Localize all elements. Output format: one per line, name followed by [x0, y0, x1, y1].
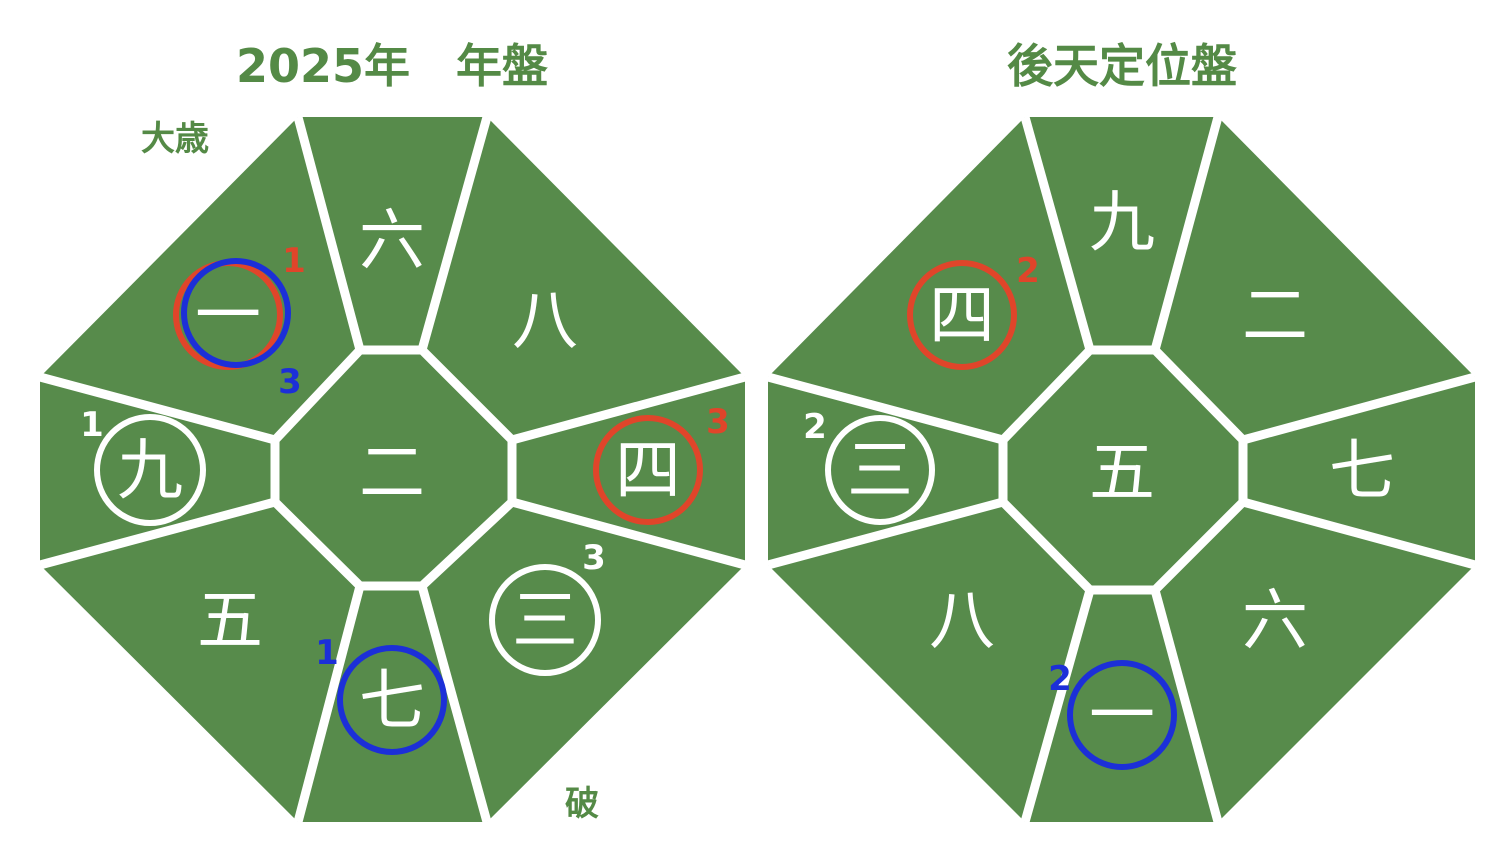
- star-number-c: 五: [1089, 434, 1155, 511]
- mark-number: 2: [803, 407, 827, 447]
- star-number-nw: 四: [929, 277, 995, 354]
- star-number-e: 四: [615, 432, 681, 509]
- star-number-w: 九: [117, 432, 183, 509]
- divider-line: [38, 497, 277, 570]
- star-number-n: 九: [1089, 184, 1155, 261]
- star-number-s: 一: [1089, 677, 1155, 754]
- divider-line: [510, 497, 747, 570]
- blue-circle-mark: [181, 258, 291, 368]
- divider-line: [1150, 115, 1223, 352]
- star-number-w: 三: [847, 432, 913, 509]
- white-circle-mark: [94, 414, 206, 526]
- divider-line: [510, 372, 747, 445]
- red-circle-mark: [593, 415, 703, 525]
- taisai-label: 大歳: [141, 119, 209, 159]
- star-number-nw: 一: [195, 277, 261, 354]
- divider-line: [293, 115, 365, 352]
- nenban-octagon: [40, 117, 745, 822]
- star-number-sw: 八: [929, 582, 995, 659]
- mark-number: 2: [1016, 251, 1040, 291]
- star-number-s: 七: [359, 662, 425, 739]
- mark-number: 3: [582, 538, 606, 578]
- divider-line: [417, 584, 492, 824]
- blue-circle-mark: [337, 645, 447, 755]
- white-circle-mark: [489, 564, 601, 676]
- divider-line: [293, 584, 365, 824]
- star-number-se: 六: [1242, 582, 1308, 659]
- divider-line: [1150, 588, 1223, 824]
- ha-label: 破: [565, 784, 599, 824]
- kouten-marks: 2 2 2: [803, 251, 1177, 770]
- blue-circle-mark: [1067, 660, 1177, 770]
- star-number-se: 三: [512, 582, 578, 659]
- star-number-e: 七: [1329, 432, 1395, 509]
- mark-number: 3: [706, 402, 730, 442]
- mark-number: 1: [315, 633, 339, 673]
- kouten-title: 後天定位盤: [1007, 39, 1237, 93]
- star-number-n: 六: [359, 202, 425, 279]
- divider-line: [38, 372, 277, 445]
- nenban-title: 2025年 年盤: [236, 39, 548, 93]
- kouten-octagon: [768, 117, 1475, 822]
- nenban-marks: 1 3 1 3 3 1: [80, 241, 730, 755]
- divider-line: [1020, 588, 1095, 824]
- red-circle-mark: [907, 260, 1017, 370]
- star-number-ne: 二: [1242, 277, 1308, 354]
- star-number-sw: 五: [197, 582, 263, 659]
- star-number-ne: 八: [512, 282, 578, 359]
- divider-line: [417, 115, 492, 352]
- nenban-dividers: [38, 115, 747, 824]
- mark-number: 2: [1048, 659, 1072, 699]
- divider-line: [1020, 115, 1095, 352]
- mark-number: 1: [80, 405, 104, 445]
- kouten-dividers: [766, 115, 1477, 824]
- star-number-c: 二: [359, 434, 425, 511]
- divider-line: [766, 372, 1005, 445]
- divider-line: [1241, 497, 1477, 570]
- mark-number: 1: [282, 241, 306, 281]
- white-circle-mark: [825, 415, 935, 525]
- divider-line: [1241, 372, 1477, 445]
- mark-number: 3: [278, 362, 302, 402]
- divider-line: [766, 497, 1005, 570]
